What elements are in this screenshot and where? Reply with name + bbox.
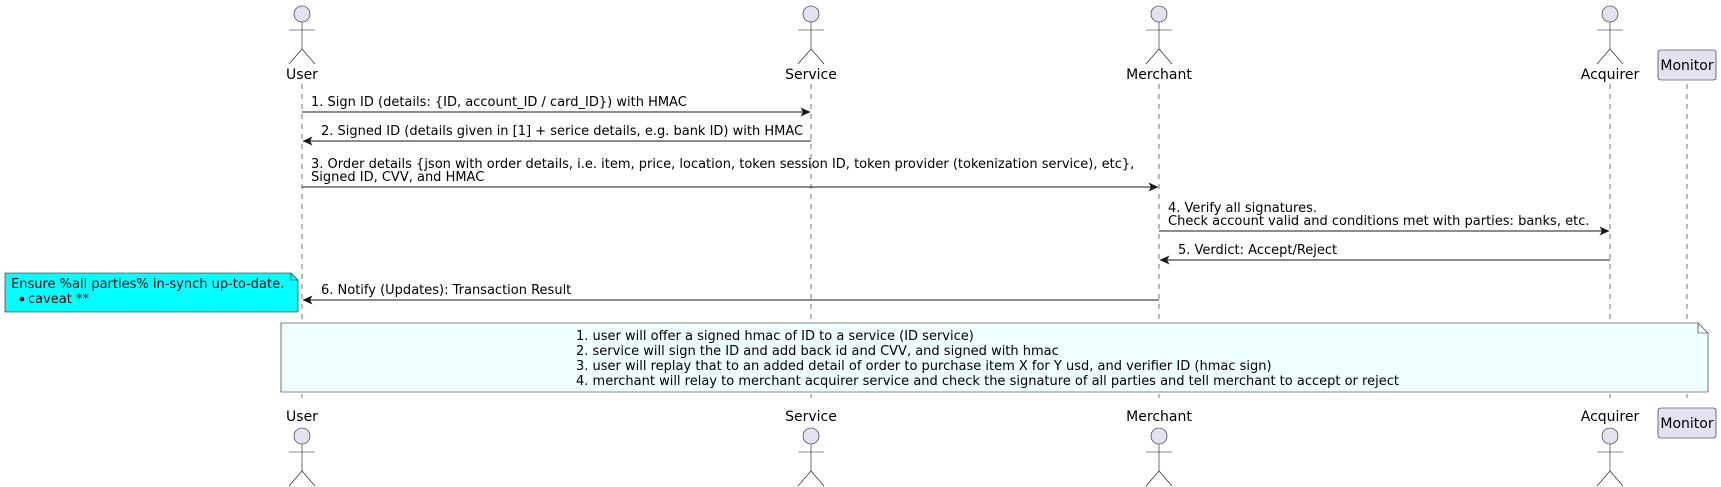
side-note-text: Ensure %all parties% in-synch up-to-date… <box>11 277 284 292</box>
bottom-note-line-2: 2. service will sign the ID and add back… <box>576 344 1059 359</box>
actor-body-icon <box>1145 444 1173 487</box>
actor-body-icon <box>288 22 316 65</box>
message-label-3-line-1: 3. Order details {json with order detail… <box>311 157 1134 172</box>
actor-head-icon <box>1601 5 1619 23</box>
side-note: Ensure %all parties% in-synch up-to-date… <box>4 272 299 313</box>
bottom-note-line-1: 1. user will offer a signed hmac of ID t… <box>576 329 974 344</box>
participant-name-merchant-top: Merchant <box>1126 67 1192 83</box>
actor-body-icon <box>1596 22 1624 65</box>
message-label-2: 2. Signed ID (details given in [1] + ser… <box>321 124 803 139</box>
actor-head-icon <box>1150 427 1168 445</box>
actor-head-icon <box>293 5 311 23</box>
participant-box-rect <box>1657 407 1717 439</box>
bottom-note-box <box>280 322 1709 393</box>
bullet-dot-icon <box>19 296 25 302</box>
bottom-note: 1. user will offer a signed hmac of ID t… <box>280 322 1709 393</box>
side-note-box <box>4 272 299 313</box>
participant-name-merchant-bottom: Merchant <box>1126 409 1192 425</box>
participant-name-service-top: Service <box>785 67 837 83</box>
message-3: 3. Order details {json with order detail… <box>302 157 1159 192</box>
actor-body-icon <box>797 444 825 487</box>
actor-user-bottom <box>288 427 316 487</box>
participant-name-user-top: User <box>286 67 318 83</box>
bottom-note-line-3: 3. user will replay that to an added det… <box>576 359 1272 374</box>
messages: 1. Sign ID (details: {ID, account_ID / c… <box>302 95 1610 305</box>
actor-merchant-top <box>1145 5 1173 65</box>
message-label-4-line-2: Check account valid and conditions met w… <box>1168 214 1589 229</box>
actor-body-icon <box>1596 444 1624 487</box>
message-6: 6. Notify (Updates): Transaction Result <box>302 283 1159 305</box>
actor-user-top <box>288 5 316 65</box>
participant-box-monitor-top: Monitor <box>1657 49 1717 81</box>
actor-acquirer-top <box>1596 5 1624 65</box>
actor-body-icon <box>1145 22 1173 65</box>
bottom-note-line-4: 4. merchant will relay to merchant acqui… <box>576 374 1399 389</box>
actor-acquirer-bottom <box>1596 427 1624 487</box>
participant-name-monitor-top: Monitor <box>1660 58 1713 74</box>
participant-name-user-bottom: User <box>286 409 318 425</box>
message-label-6: 6. Notify (Updates): Transaction Result <box>321 283 571 298</box>
bottom-note-fold <box>1697 323 1708 334</box>
message-label-5: 5. Verdict: Accept/Reject <box>1178 243 1337 258</box>
actor-head-icon <box>802 427 820 445</box>
actor-service-bottom <box>797 427 825 487</box>
participants-bottom: User Service Merchant Acquirer Monitor <box>286 407 1717 487</box>
message-2: 2. Signed ID (details given in [1] + ser… <box>302 124 811 146</box>
actor-body-icon <box>288 444 316 487</box>
message-label-3-line-2: Signed ID, CVV, and HMAC <box>311 170 484 185</box>
participant-name-service-bottom: Service <box>785 409 837 425</box>
actor-head-icon <box>802 5 820 23</box>
message-label-4-line-1: 4. Verify all signatures. <box>1168 201 1317 216</box>
actor-head-icon <box>1601 427 1619 445</box>
participant-name-acquirer-bottom: Acquirer <box>1581 409 1640 425</box>
side-note-fold <box>290 273 298 281</box>
participants-top: User Service Merchant Acquirer Monitor <box>286 5 1717 83</box>
message-5: 5. Verdict: Accept/Reject <box>1159 243 1610 265</box>
actor-head-icon <box>1150 5 1168 23</box>
actor-head-icon <box>293 427 311 445</box>
participant-box-rect <box>1657 49 1717 81</box>
actor-merchant-bottom <box>1145 427 1173 487</box>
message-label-1: 1. Sign ID (details: {ID, account_ID / c… <box>311 95 687 110</box>
side-note-bullet: caveat ** <box>28 292 90 307</box>
actor-service-top <box>797 5 825 65</box>
participant-name-monitor-bottom: Monitor <box>1660 416 1713 432</box>
message-1: 1. Sign ID (details: {ID, account_ID / c… <box>302 95 811 117</box>
participant-box-monitor-bottom: Monitor <box>1657 407 1717 439</box>
message-4: 4. Verify all signatures. Check account … <box>1159 201 1610 236</box>
participant-name-acquirer-top: Acquirer <box>1581 67 1640 83</box>
actor-body-icon <box>797 22 825 65</box>
